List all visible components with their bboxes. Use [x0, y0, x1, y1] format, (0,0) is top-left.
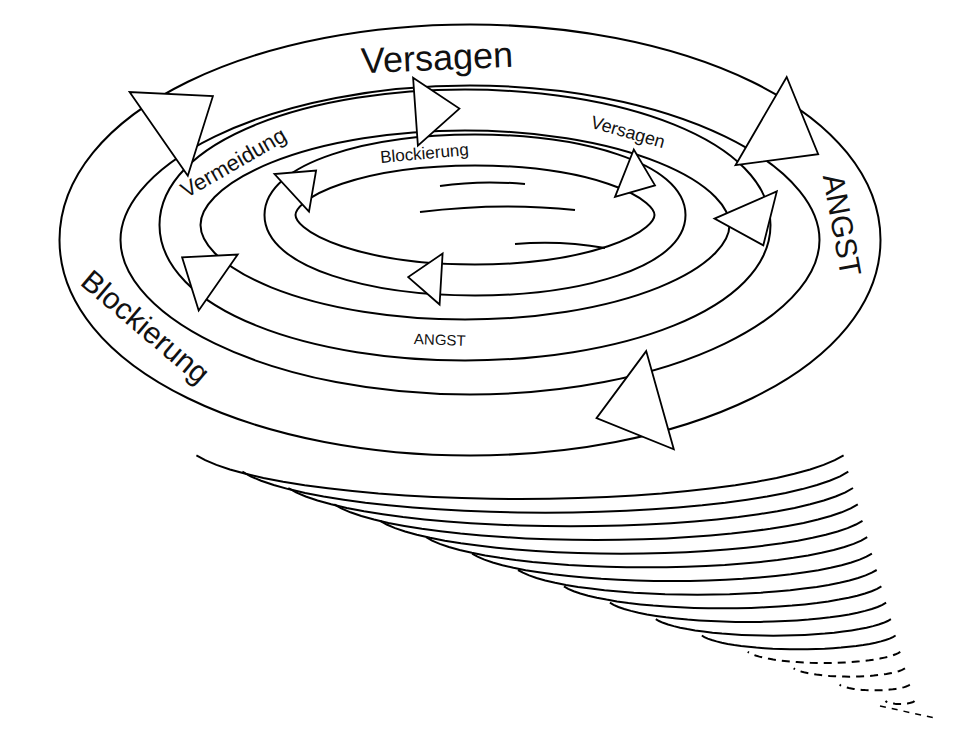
- cycle-label: Versagen: [360, 36, 514, 78]
- cycle-label: ANGST: [414, 331, 466, 348]
- ring-band-outline: [280, 150, 670, 280]
- cycle-label: Blockierung: [76, 265, 215, 389]
- funnel-line: [886, 701, 915, 704]
- funnel-line: [656, 619, 891, 636]
- funnel-line: [196, 455, 843, 499]
- swirl-line: [515, 243, 605, 248]
- arrow-head: [615, 150, 655, 197]
- funnel-line: [702, 636, 896, 650]
- arrow-head: [182, 255, 238, 311]
- funnel-line: [840, 685, 910, 691]
- funnel-line: [748, 652, 901, 663]
- arrow-head: [275, 171, 317, 212]
- arrow-head: [597, 351, 674, 449]
- arrow-heads: [130, 77, 819, 449]
- ring-band: [280, 150, 670, 280]
- cycle-label: Vermeidung: [177, 124, 290, 202]
- funnel-line: [242, 472, 848, 513]
- funnel-line: [794, 668, 905, 676]
- cycle-label: Blockierung: [380, 141, 470, 166]
- cycle-label: ANGST: [818, 172, 866, 279]
- funnel-line: [564, 586, 882, 608]
- arrow-head: [408, 254, 442, 305]
- arrow-head: [413, 78, 459, 146]
- funnel-tip: [880, 706, 935, 718]
- cycle-label: Versagen: [589, 113, 667, 151]
- funnel-line: [288, 488, 853, 526]
- swirl-line: [420, 206, 575, 212]
- arrow-head: [715, 191, 777, 245]
- swirl-line: [440, 182, 525, 186]
- tornado-funnel: [196, 455, 935, 718]
- funnel-line: [610, 603, 886, 622]
- arrow-head: [736, 77, 819, 165]
- arrow-head: [130, 92, 213, 176]
